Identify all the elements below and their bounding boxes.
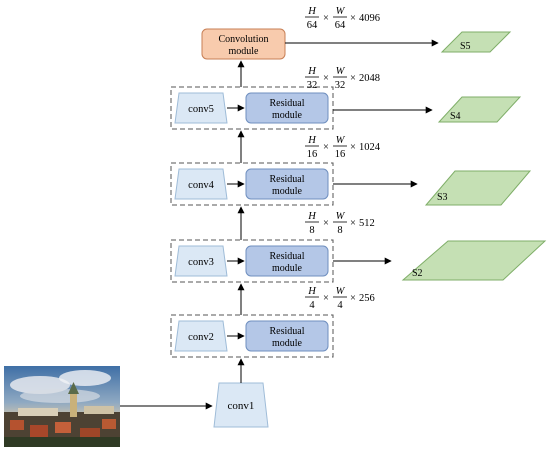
dimension-label-conv2: H4×W4×256 [305, 286, 375, 311]
convolution-module-label-line2: module [229, 46, 260, 57]
residual-module [245, 245, 329, 277]
fraction-denominator: 64 [307, 20, 318, 31]
conv-block [174, 168, 228, 200]
residual-module [245, 320, 329, 352]
fraction-denominator: 16 [335, 149, 346, 160]
stage-container [170, 314, 334, 358]
fraction-numerator: H [307, 66, 317, 77]
residual-module-label-line1: Residual [270, 174, 305, 185]
stage-container [170, 86, 334, 130]
residual-module-label-line1: Residual [270, 98, 305, 109]
feature-plane-s4: S4 [437, 96, 522, 123]
conv-label: conv4 [188, 180, 214, 191]
fraction-denominator: 4 [309, 300, 315, 311]
times-symbol: × [323, 142, 329, 153]
times-symbol: × [323, 218, 329, 229]
conv-block [174, 92, 228, 124]
conv-block [174, 245, 228, 277]
input-image [4, 366, 120, 447]
times-symbol: × [323, 293, 329, 304]
times-symbol: × [323, 73, 329, 84]
channel-count: 256 [359, 293, 375, 304]
fraction-numerator: W [336, 6, 346, 17]
times-symbol: × [323, 13, 329, 24]
conv-label: conv3 [188, 257, 214, 268]
fraction-denominator: 32 [307, 80, 318, 91]
feature-plane-s3-label: S3 [437, 192, 448, 203]
stages: conv2Residualmoduleconv3Residualmoduleco… [170, 86, 334, 358]
fraction-denominator: 32 [335, 80, 346, 91]
stage-container [170, 162, 334, 206]
arrows [120, 39, 439, 410]
fraction-numerator: W [336, 211, 346, 222]
residual-module [245, 92, 329, 124]
times-symbol: × [350, 218, 356, 229]
fraction-numerator: W [336, 286, 346, 297]
dimension-label-conv4: H16×W16×1024 [305, 135, 381, 160]
conv-block [174, 320, 228, 352]
feature-plane-s3: S3 [424, 170, 532, 206]
residual-module-label-line2: module [272, 110, 303, 121]
channel-count: 512 [359, 218, 375, 229]
feature-plane-s2-label: S2 [412, 268, 423, 279]
channel-count: 2048 [359, 73, 380, 84]
dimension-label-conv5: H32×W32×2048 [305, 66, 380, 91]
fraction-numerator: H [307, 6, 317, 17]
conv1-block: conv1 [213, 382, 269, 428]
channel-count: 4096 [359, 13, 380, 24]
stage-container [170, 239, 334, 283]
feature-plane-s2: S2 [401, 240, 547, 281]
fraction-numerator: H [307, 211, 317, 222]
conv-label: conv5 [188, 104, 214, 115]
fraction-denominator: 8 [337, 225, 342, 236]
conv-label: conv2 [188, 332, 214, 343]
dimension-label-conv3: H8×W8×512 [305, 211, 375, 236]
convolution-module: Convolution module [201, 28, 286, 60]
fraction-denominator: 64 [335, 20, 346, 31]
residual-module-label-line1: Residual [270, 326, 305, 337]
residual-module-label-line2: module [272, 263, 303, 274]
fraction-denominator: 8 [309, 225, 314, 236]
convolution-module-label-line1: Convolution [218, 34, 268, 45]
fraction-numerator: H [307, 135, 317, 146]
feature-plane-s4-label: S4 [450, 111, 461, 122]
fraction-denominator: 16 [307, 149, 318, 160]
fraction-numerator: W [336, 135, 346, 146]
channel-count: 1024 [359, 142, 381, 153]
residual-module-label-line1: Residual [270, 251, 305, 262]
conv1-label: conv1 [228, 400, 255, 412]
times-symbol: × [350, 293, 356, 304]
fraction-numerator: H [307, 286, 317, 297]
residual-module-label-line2: module [272, 186, 303, 197]
feature-plane-s5: S5 [440, 31, 512, 53]
dimension-labels: H64×W64×4096H32×W32×2048H16×W16×1024H8×W… [305, 6, 381, 311]
times-symbol: × [350, 142, 356, 153]
feature-plane-s5-label: S5 [460, 41, 471, 52]
residual-module-label-line2: module [272, 338, 303, 349]
fraction-numerator: W [336, 66, 346, 77]
times-symbol: × [350, 13, 356, 24]
dimension-label-s5: H64×W64×4096 [305, 6, 380, 31]
times-symbol: × [350, 73, 356, 84]
fraction-denominator: 4 [337, 300, 343, 311]
residual-module [245, 168, 329, 200]
